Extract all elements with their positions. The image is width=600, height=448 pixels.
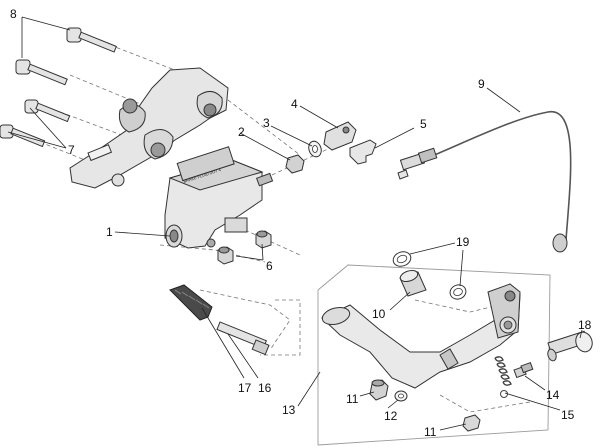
pedal-assembly-frame — [317, 264, 551, 446]
callout-13: 13 — [282, 403, 296, 417]
clip-5 — [349, 139, 377, 165]
screw-8-bottom — [15, 59, 68, 86]
callout-19: 19 — [456, 235, 470, 249]
seals — [392, 251, 467, 300]
callout-7: 7 — [68, 143, 75, 157]
screw-group — [0, 27, 118, 148]
nut-2 — [285, 154, 305, 174]
callout-labels: 8 7 1 2 3 4 5 9 6 19 10 11 11 12 13 14 1… — [10, 7, 592, 439]
callout-10: 10 — [372, 307, 386, 321]
callout-2: 2 — [238, 125, 245, 139]
callout-16: 16 — [258, 381, 272, 395]
callout-5: 5 — [420, 117, 427, 131]
callout-15: 15 — [561, 408, 575, 422]
callout-18: 18 — [578, 318, 592, 332]
callout-9: 9 — [478, 77, 485, 91]
bushing — [399, 269, 427, 297]
rubber-boot — [169, 284, 213, 321]
callout-4: 4 — [291, 97, 298, 111]
lower-small-parts — [369, 379, 481, 432]
brake-pedal — [321, 283, 521, 389]
mounting-bracket — [69, 67, 229, 189]
master-cylinder: BRAKE FLUID DOT 4 — [164, 146, 274, 249]
callout-8: 8 — [10, 7, 17, 21]
brake-light-switch — [397, 111, 572, 253]
callout-11-lower: 11 — [424, 425, 437, 439]
callout-12: 12 — [384, 409, 398, 423]
pushrod — [216, 321, 270, 356]
screw-8-top — [66, 27, 118, 53]
leader-lines — [7, 16, 583, 431]
clevis-4 — [323, 121, 357, 151]
callout-6: 6 — [266, 259, 273, 273]
fittings — [217, 230, 272, 265]
screw-7-top — [24, 99, 71, 123]
callout-1: 1 — [106, 225, 113, 239]
small-parts — [285, 121, 377, 174]
callout-11-upper: 11 — [346, 392, 359, 406]
pivot-pin — [547, 330, 593, 362]
callout-17: 17 — [238, 381, 252, 395]
return-spring — [494, 356, 512, 398]
callout-3: 3 — [263, 116, 270, 130]
callout-14: 14 — [546, 388, 560, 402]
screw-14 — [513, 361, 534, 379]
